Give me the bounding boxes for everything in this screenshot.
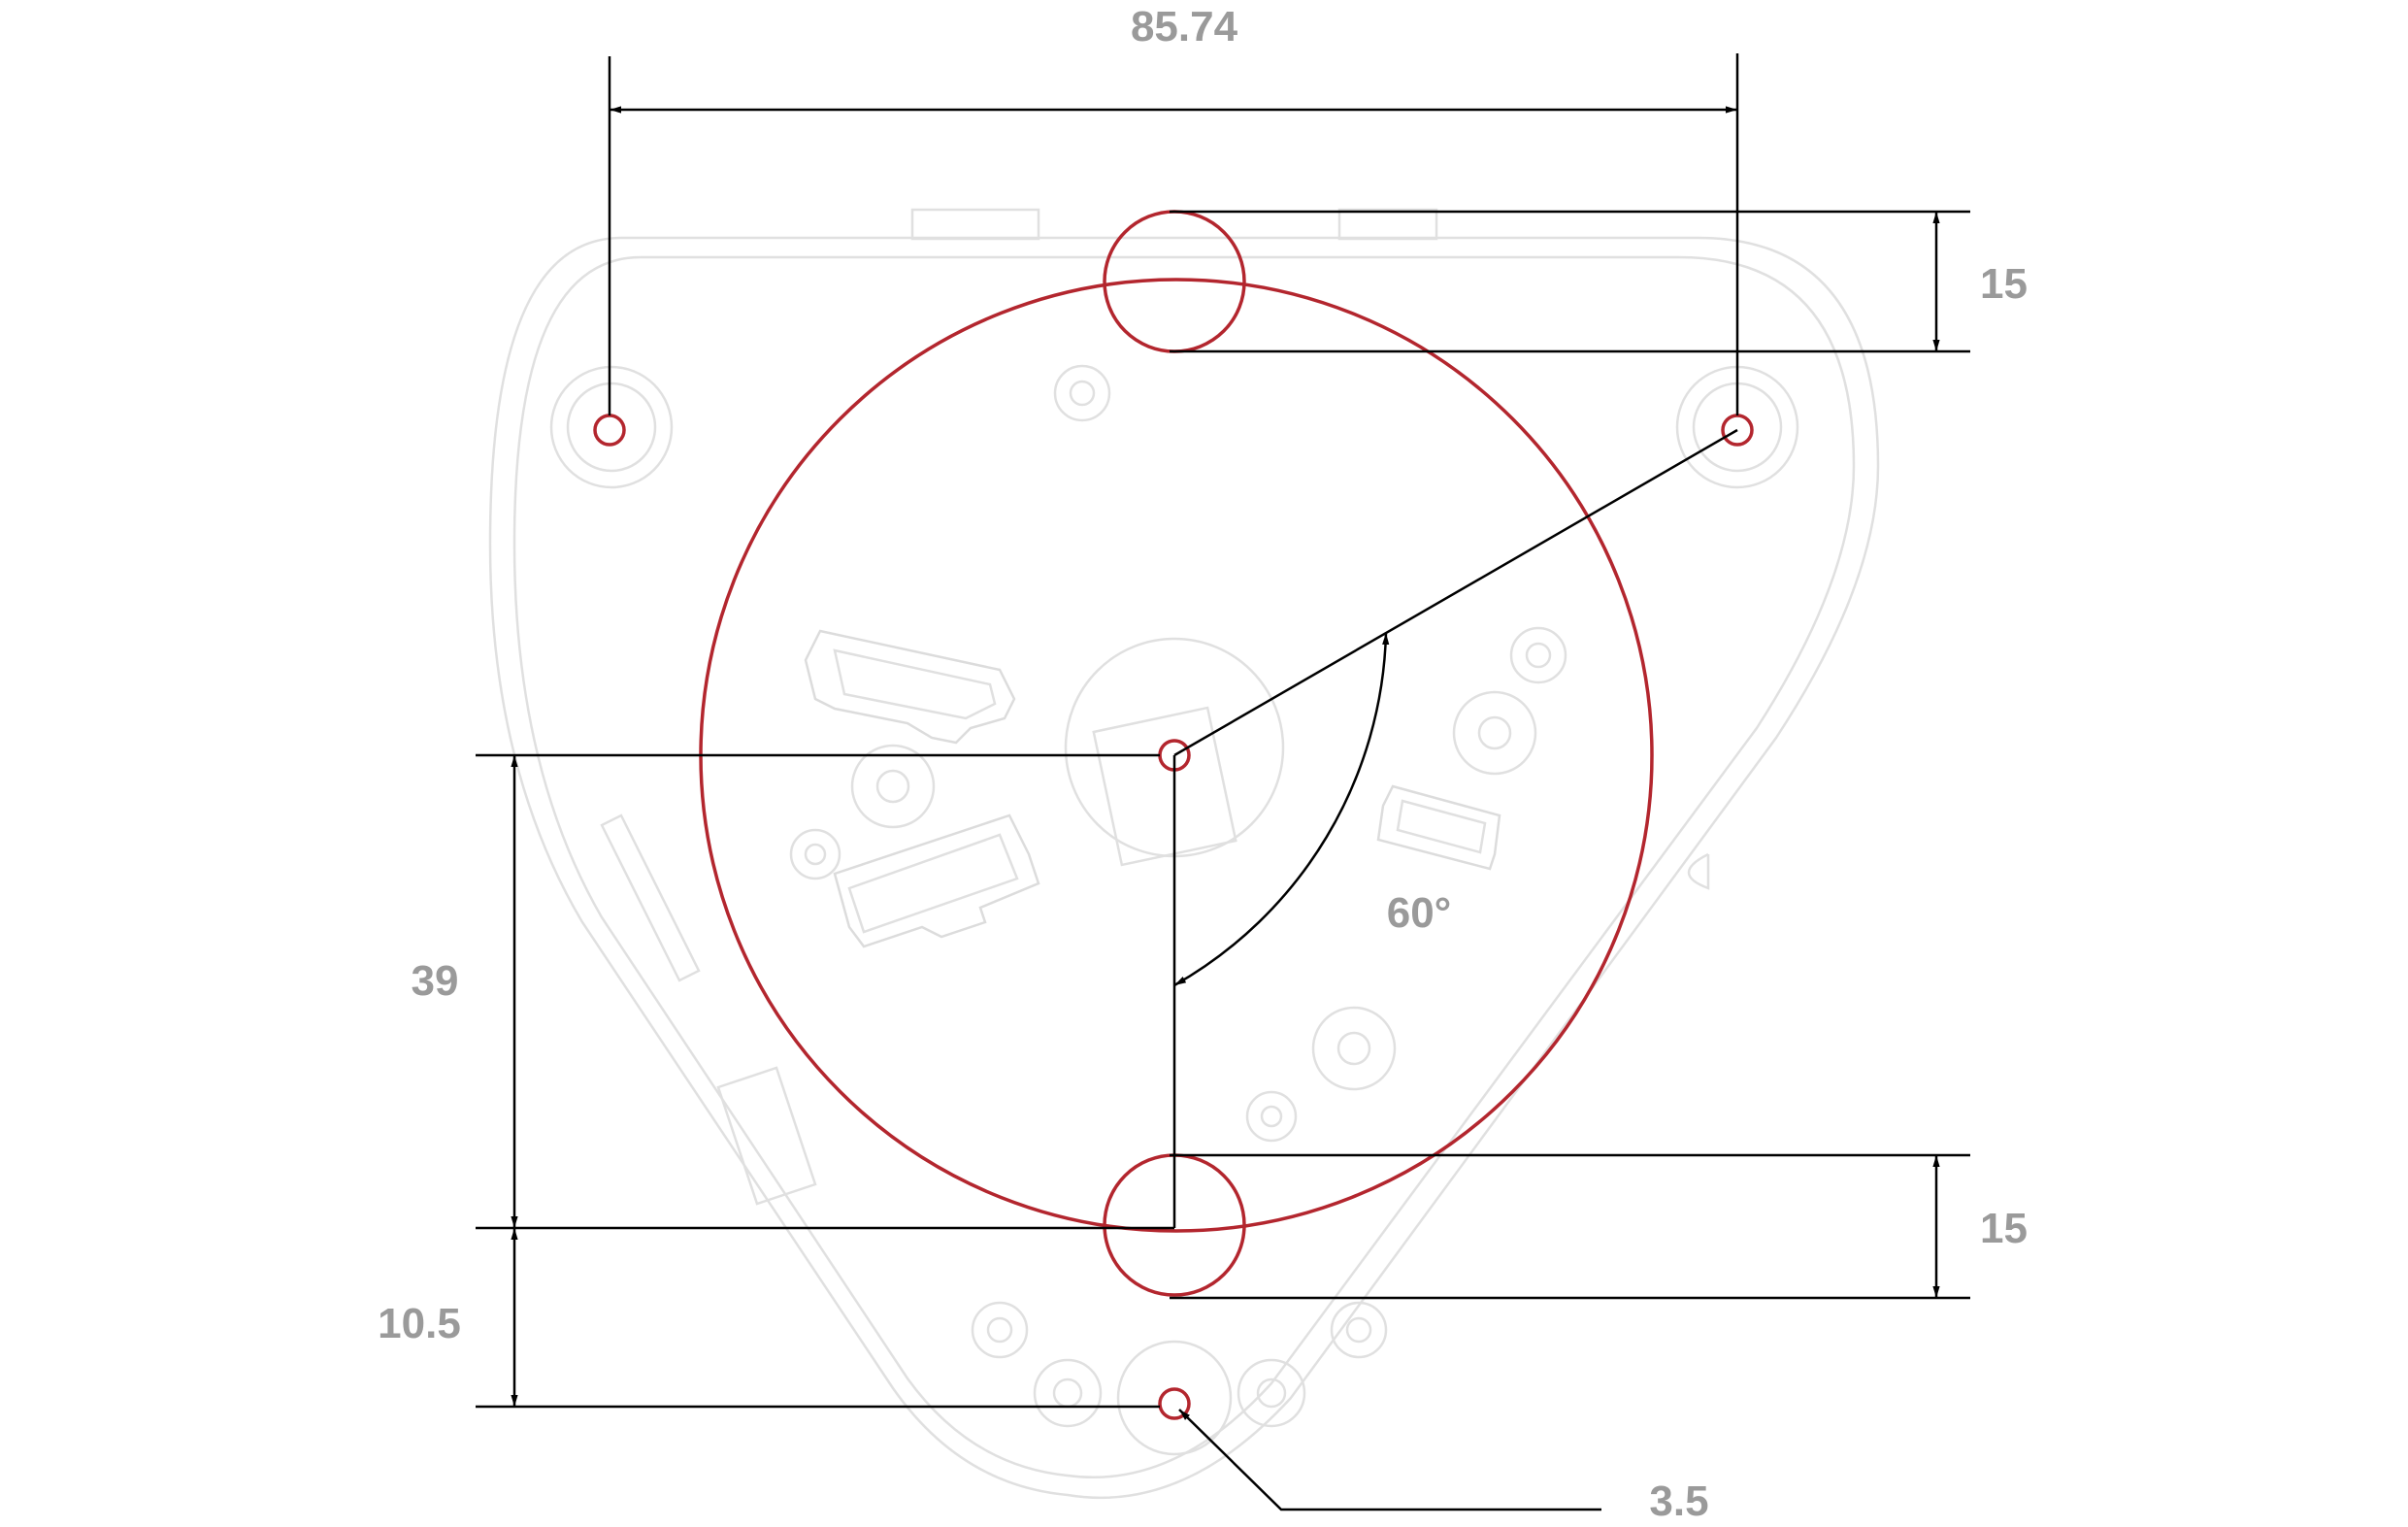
usb-c-connector [1376, 784, 1501, 871]
dimension-top-15: 15 [1980, 260, 2028, 308]
dimension-39: 39 [412, 957, 459, 1005]
dimension-bottom-15: 15 [1980, 1205, 2028, 1252]
dimension-3-5: 3.5 [1649, 1477, 1708, 1525]
bottom-hole [1158, 1387, 1191, 1420]
dimension-angle-60: 60° [1387, 889, 1452, 937]
dimension-85-74: 85.74 [1131, 3, 1238, 50]
ribbon-connector [833, 813, 1040, 948]
dimension-10-5: 10.5 [378, 1300, 461, 1347]
left-hole [593, 414, 626, 447]
hdmi-connector [804, 629, 1016, 745]
dimension-lines [476, 53, 1970, 1511]
device-outline [488, 208, 1880, 1500]
